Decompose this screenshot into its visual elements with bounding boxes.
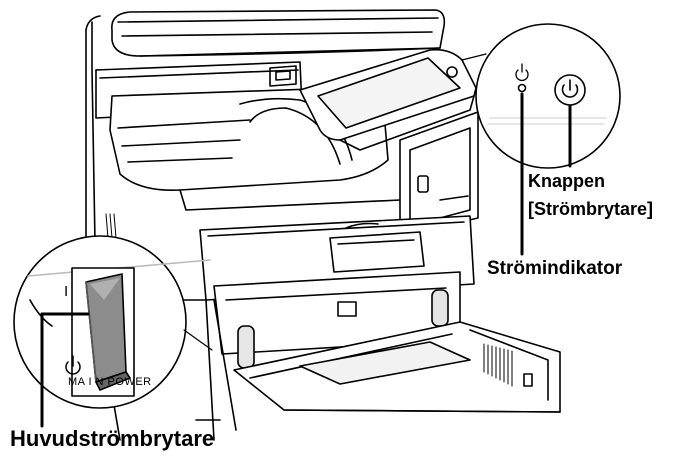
main-power-text: MA I N POWER [68, 376, 152, 388]
power-indicator-label: Strömindikator [487, 258, 623, 279]
main-power-symbol-icon [65, 355, 81, 375]
on-mark-text: I [64, 283, 68, 300]
document-feeder [111, 9, 446, 57]
main-switch-inset: I MA I N POWER [13, 235, 213, 428]
power-symbol-icon [515, 63, 529, 82]
main-switch-label: Huvudströmbrytare [10, 426, 215, 451]
power-button-callout [461, 23, 621, 256]
power-button-label-line2: [Strömbrytare] [528, 199, 654, 219]
indicator-light-icon [517, 83, 527, 93]
front-door-area [199, 215, 475, 369]
control-panel [299, 48, 479, 237]
open-front-door [233, 321, 561, 413]
power-button-label-line1: Knappen [528, 171, 606, 191]
